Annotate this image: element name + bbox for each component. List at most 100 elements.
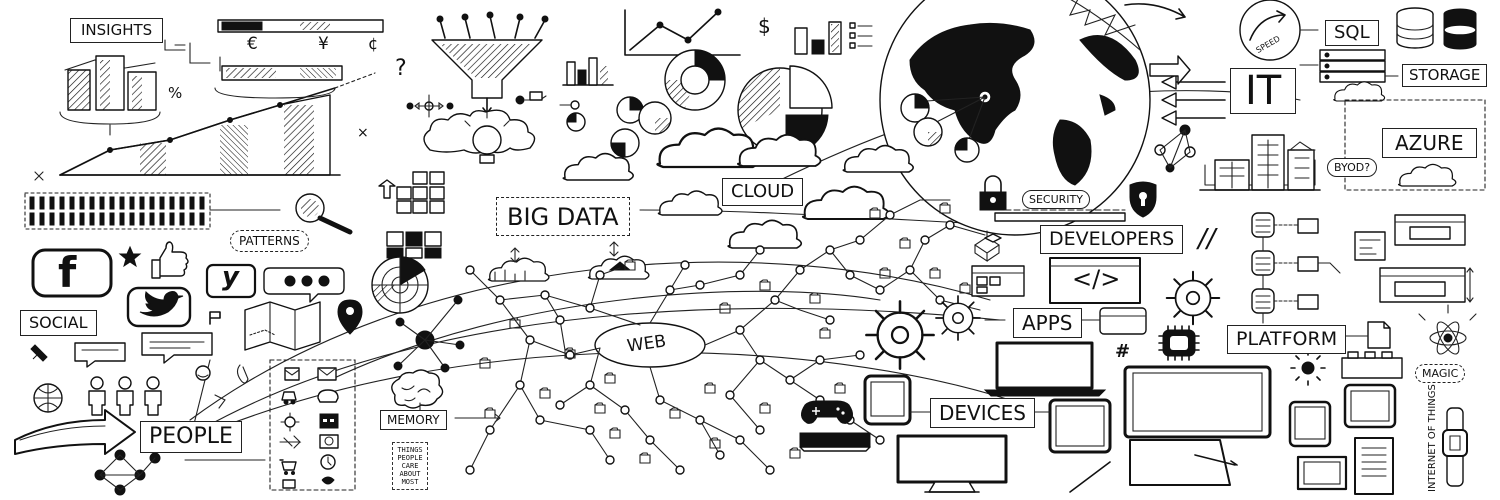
insights-bar-chart [59,39,186,136]
cube-icon [974,230,1002,263]
twitter-bird-icon [126,286,192,328]
sticky-note: THINGS PEOPLE CARE ABOUT MOST [392,442,428,490]
console-icon [799,432,871,452]
social-label: SOCIAL [20,310,97,336]
yelp-icon [205,263,257,299]
network-icon [94,449,161,496]
devices-label: DEVICES [930,398,1035,428]
yelp-logo-letter: y [222,262,239,292]
magic-label: MAGIC [1415,364,1466,383]
small-gadgets [195,364,249,409]
donut-chart-icon [664,49,726,111]
dollar-symbol: $ [758,14,771,38]
lightbulb-cloud [423,109,536,164]
chip-icon [1158,325,1200,361]
people-icon [88,376,162,416]
gamepad-icon [801,400,853,424]
storage-label: STORAGE [1402,64,1488,87]
speech-bubbles [74,311,221,368]
building-icon [1199,134,1321,191]
desktop-tower-icon [1296,437,1394,495]
key-chain [994,209,1126,222]
percent-symbol: % [168,84,183,102]
apps-label: APPS [1013,308,1082,338]
smartphone-icon [863,374,1397,454]
big-arrow [14,409,136,455]
file-tree-icons [378,171,445,259]
mini-bar-chart-icon [562,57,614,86]
radar-icon [371,256,429,314]
internet-of-things-label: INTERNET OF THINGS [1427,384,1438,492]
cursor-line [1069,461,1111,493]
developers-label: DEVELOPERS [1040,225,1184,254]
pushpin-icon [30,344,48,362]
speed-gauge [1239,0,1301,61]
hub-icon [393,295,465,373]
chat-bubble-icon [263,267,345,303]
code-window-icon [1049,257,1141,304]
azure-label: AZURE [1382,128,1477,158]
watch-icon [1442,407,1468,487]
people-grid [24,192,281,230]
question-mark: ? [395,56,407,81]
sql-label: SQL [1325,20,1379,46]
dollar-bars-icon [794,21,873,55]
security-label: SECURITY [1022,190,1090,209]
sun-icon [1290,350,1326,386]
star-icon [118,245,142,268]
thumbs-up-icon [151,241,189,279]
server-stack-icon [1299,29,1399,83]
app-icon-panel [269,359,356,491]
magnifier-icon [295,193,353,235]
euro-symbol: € [247,34,258,54]
drawing-tablet-icon [1129,439,1238,486]
cross-mark: × [357,125,369,141]
padlock-icon [979,175,1007,211]
cloud-label: CLOUD [722,178,804,206]
platform-label: PLATFORM [1227,325,1347,354]
rising-area-chart [59,72,376,176]
facebook-logo-letter: f [58,248,77,297]
funnel-icon [431,11,549,114]
platform-stack [1251,212,1341,324]
insights-label: INSIGHTS [70,18,164,43]
people-label: PEOPLE [140,421,242,453]
tablet-large-icon [1123,365,1272,439]
globe-small-icon [33,383,63,413]
cent-symbol: ¢ [368,34,379,53]
app-container-icon [984,307,1147,335]
lego-brick-icon [1341,351,1403,379]
shield-icon [1129,181,1157,218]
small-pies [566,96,672,158]
database-icon [1396,7,1477,50]
slashes-mark: // [1198,224,1216,254]
document-icon [1345,321,1391,349]
big-data-label: BIG DATA [496,197,630,236]
memory-label: MEMORY [380,410,447,430]
web-network [465,199,986,475]
atom-icon [1418,304,1477,355]
byod-label: BYOD? [1327,158,1378,177]
flow-nodes [515,91,580,110]
currency-bars [217,19,384,81]
molecule-icon [1154,124,1196,173]
brain-icon [391,369,501,423]
it-arrows [1149,55,1226,126]
hash-symbol: # [1115,341,1131,362]
map-icon [244,299,363,351]
patterns-label: PATTERNS [230,230,309,252]
facebook-icon [31,248,113,298]
misc-marks [34,42,1316,181]
yen-symbol: ¥ [318,34,329,54]
globe-icon [879,0,1186,236]
laptop-icon [983,341,1107,397]
right-windows [1354,214,1474,303]
line-chart-icon [624,8,741,56]
code-tag-text: </> [1072,265,1121,293]
monitor-icon [896,434,1008,493]
move-arrows [406,94,454,118]
it-label: IT [1230,68,1297,114]
browser-window-icon [971,265,1025,297]
